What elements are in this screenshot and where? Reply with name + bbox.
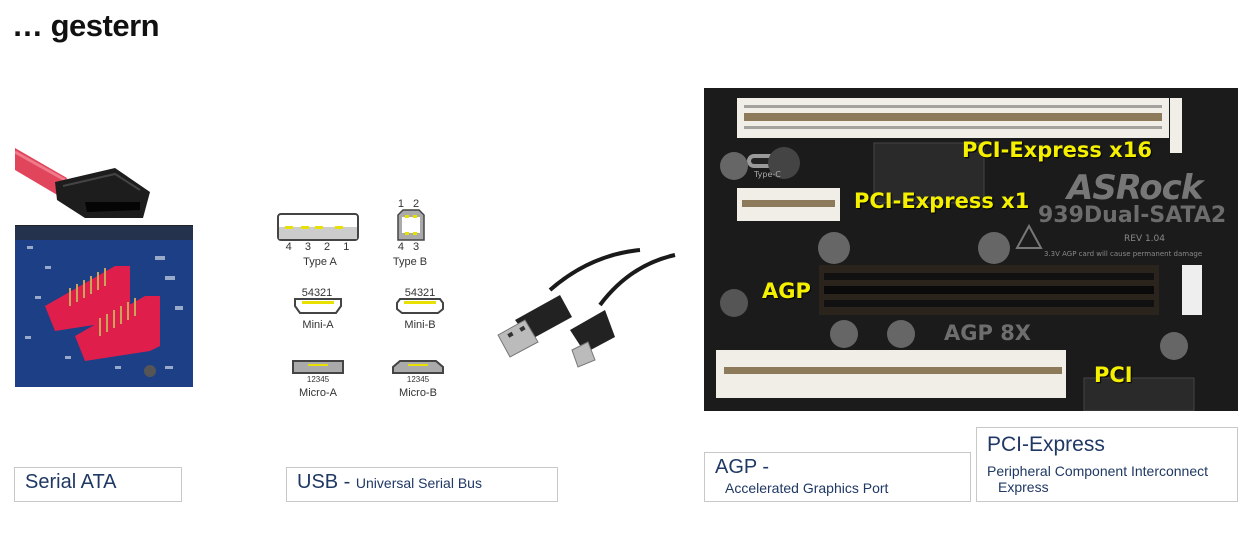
caption-agp: AGP - Accelerated Graphics Port bbox=[704, 452, 971, 502]
label-pci: PCI bbox=[1094, 363, 1133, 387]
motherboard-brand: ASRock bbox=[1067, 168, 1203, 208]
usb-cable-image bbox=[497, 248, 676, 368]
motherboard-warning: 3.3V AGP card will cause permanent damag… bbox=[1044, 250, 1203, 258]
label-pcie-x16: PCI-Express x16 bbox=[962, 138, 1152, 162]
mini-b-label: Mini-B bbox=[404, 319, 436, 331]
mini-a-pins: 54321 bbox=[301, 287, 333, 299]
usb-mini-b-icon bbox=[396, 298, 444, 314]
mini-b-pins: 54321 bbox=[404, 287, 436, 299]
usb-mini-a-icon bbox=[294, 298, 342, 314]
type-b-pins-bottom: 4 3 bbox=[397, 241, 423, 253]
caption-pcie: PCI-Express Peripheral Component Interco… bbox=[976, 427, 1238, 502]
caption-pcie-title: PCI-Express bbox=[987, 433, 1105, 456]
usb-type-b-icon bbox=[397, 209, 425, 241]
type-a-pins: 4 3 2 1 bbox=[285, 241, 355, 253]
type-b-label: Type B bbox=[392, 256, 428, 268]
type-c-label: Type-C bbox=[754, 170, 781, 179]
label-agp: AGP bbox=[762, 279, 811, 303]
caption-sata-title: Serial ATA bbox=[25, 471, 117, 493]
usb-micro-a-icon bbox=[292, 360, 344, 374]
micro-b-pins: 12345 bbox=[406, 375, 430, 384]
sata-board-image bbox=[15, 226, 193, 387]
caption-pcie-subtitle-1: Peripheral Component Interconnect bbox=[987, 463, 1209, 479]
usb-connector-diagram: 4 3 2 1 Type A 1 2 4 3 Type B 54321 Mini… bbox=[270, 195, 460, 405]
caption-usb-title: USB - bbox=[297, 471, 356, 493]
sata-cable-image bbox=[15, 148, 150, 218]
mini-a-label: Mini-A bbox=[302, 319, 334, 331]
agp-8x-marking: AGP 8X bbox=[944, 321, 1031, 345]
caption-sata: Serial ATA bbox=[14, 467, 182, 502]
motherboard-model: 939Dual-SATA2 bbox=[1038, 203, 1227, 228]
caption-agp-title: AGP - bbox=[715, 456, 770, 478]
slide-title: … gestern bbox=[12, 8, 160, 43]
micro-a-label: Micro-A bbox=[299, 387, 337, 399]
usb-type-a-icon bbox=[277, 213, 359, 241]
motherboard-graphic bbox=[704, 88, 1238, 411]
motherboard-rev: REV 1.04 bbox=[1124, 234, 1165, 244]
type-a-label: Type A bbox=[303, 256, 337, 268]
divider-line bbox=[15, 225, 193, 226]
label-pcie-x1: PCI-Express x1 bbox=[854, 189, 1030, 213]
micro-a-pins: 12345 bbox=[306, 375, 330, 384]
usb-micro-b-icon bbox=[392, 360, 444, 374]
caption-usb-subtitle: Universal Serial Bus bbox=[355, 475, 482, 491]
micro-b-label: Micro-B bbox=[399, 387, 437, 399]
caption-agp-subtitle: Accelerated Graphics Port bbox=[725, 480, 889, 496]
motherboard-image: ASRock 939Dual-SATA2 REV 1.04 3.3V AGP c… bbox=[704, 88, 1238, 411]
type-b-pins-top: 1 2 bbox=[397, 198, 423, 210]
caption-usb: USB - Universal Serial Bus bbox=[286, 467, 558, 502]
caption-pcie-subtitle-2: Express bbox=[998, 479, 1049, 495]
